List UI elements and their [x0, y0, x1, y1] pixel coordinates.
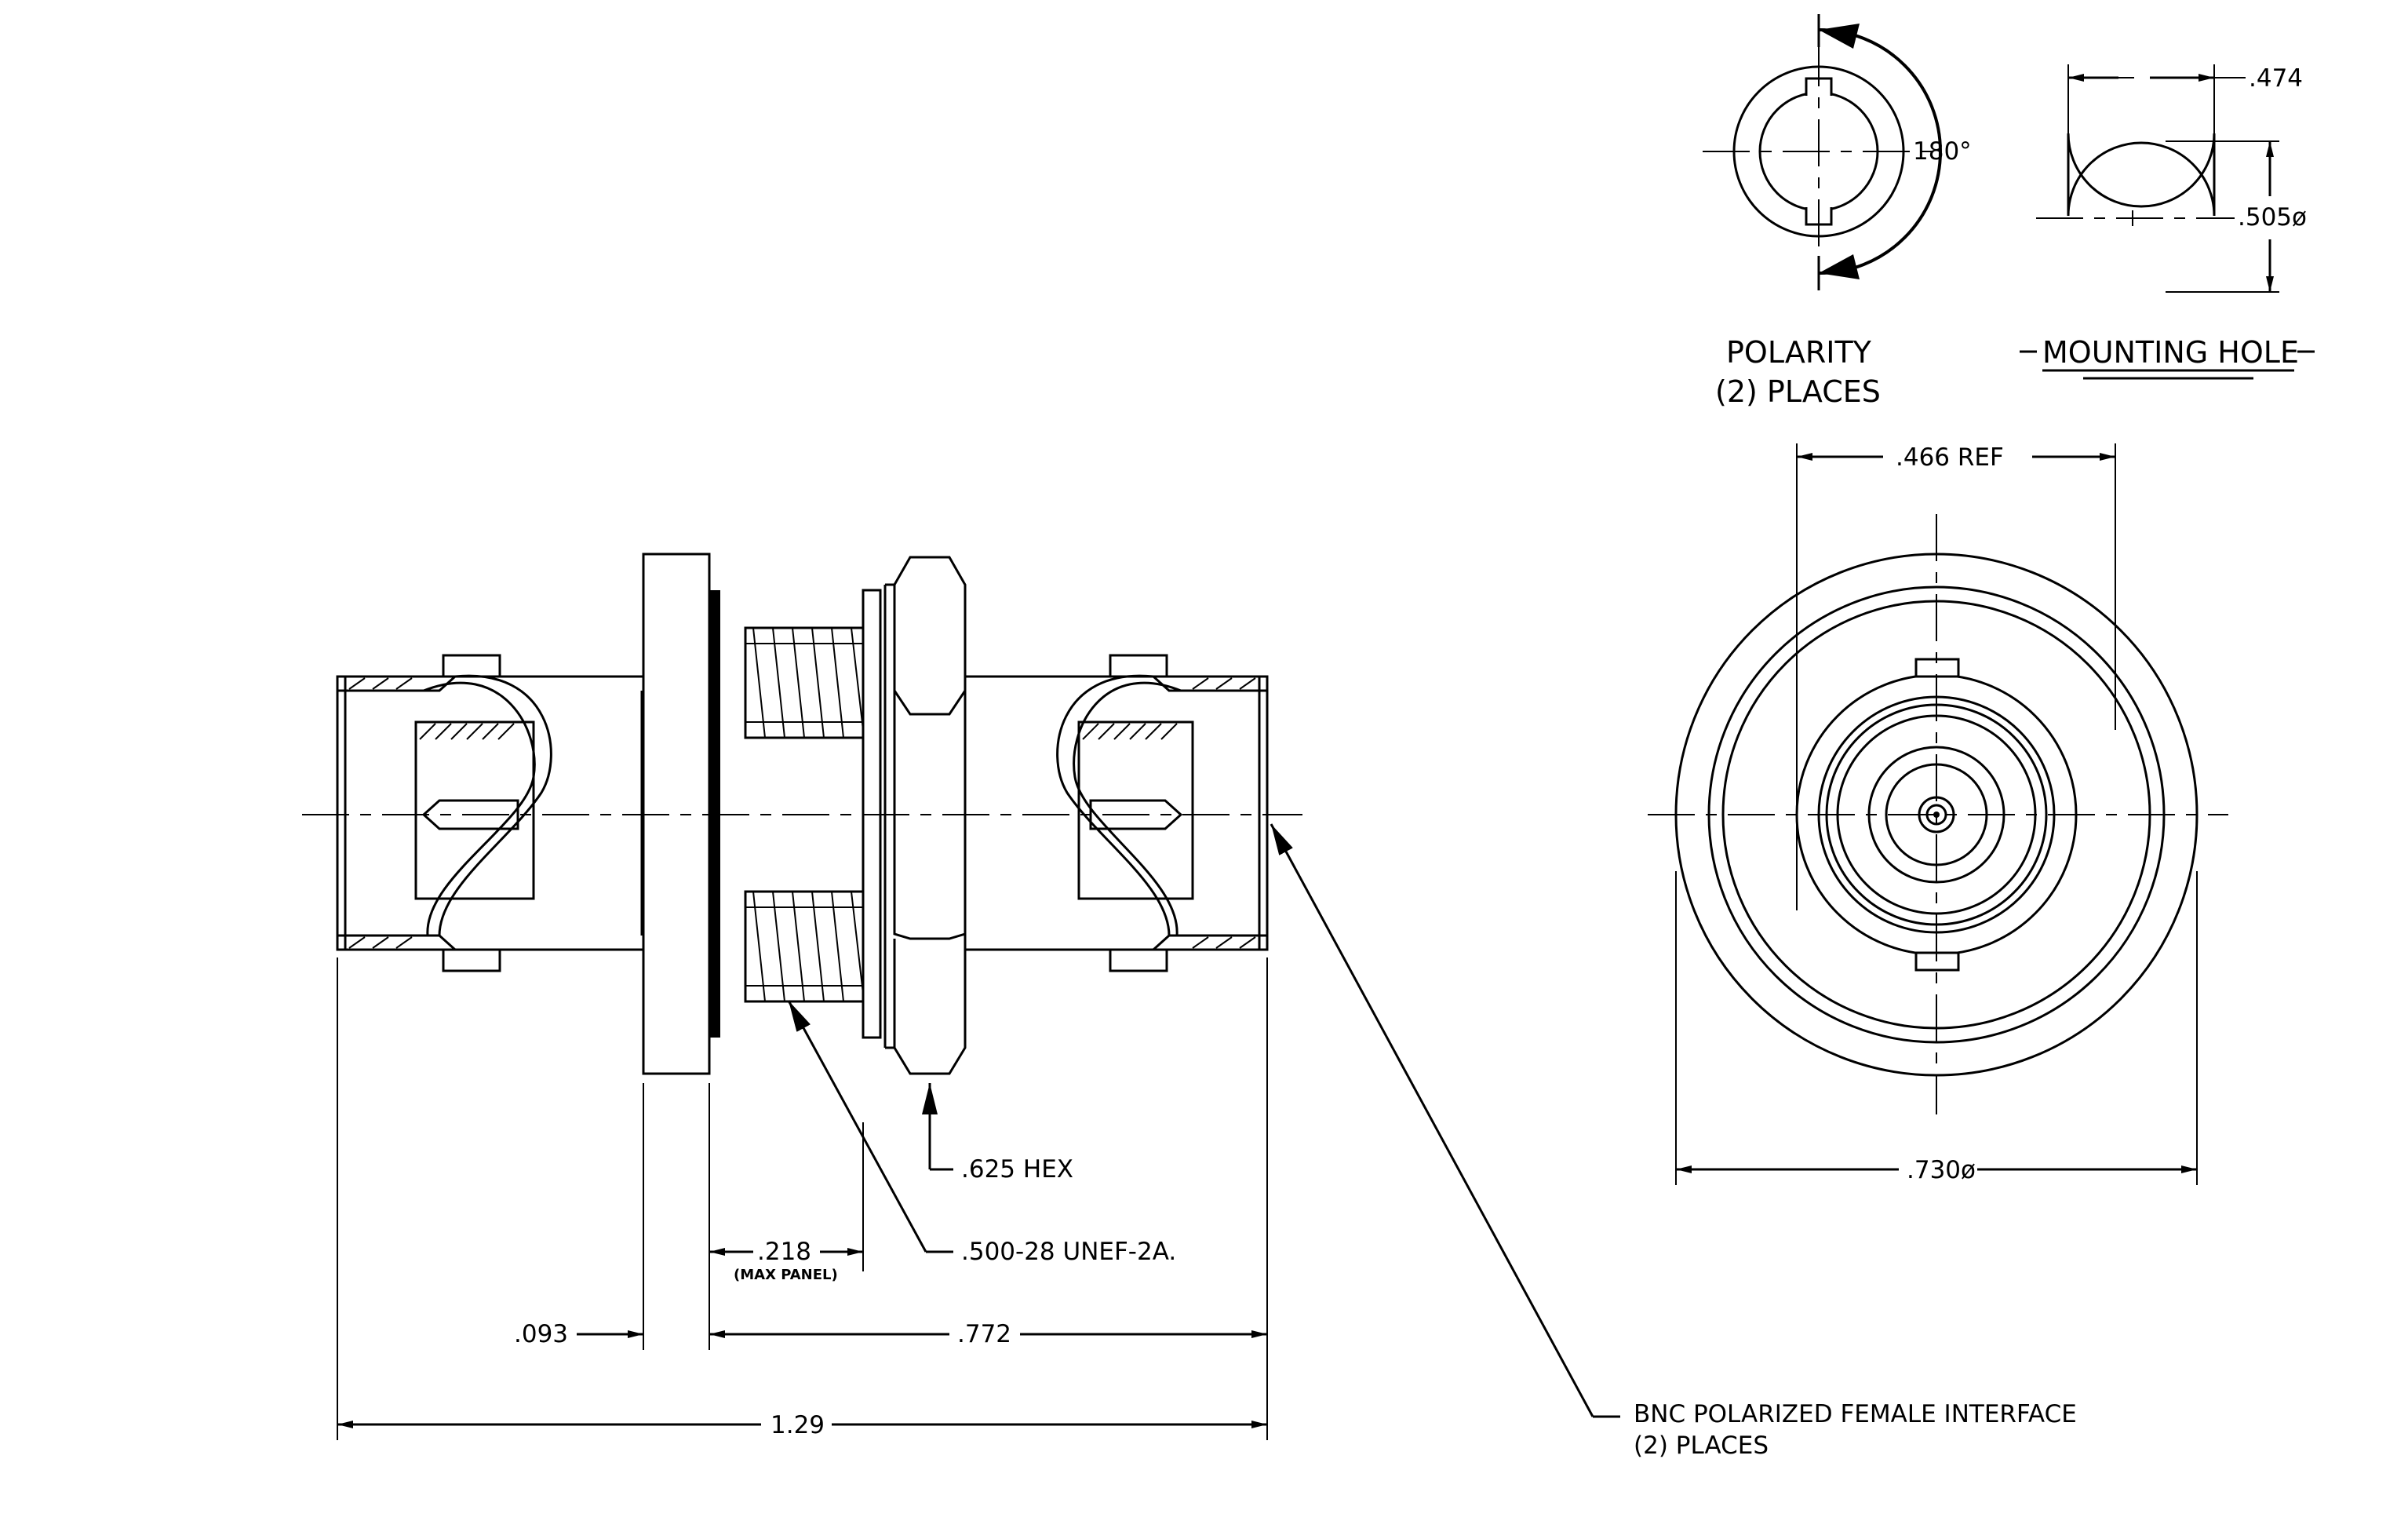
polarity-angle-label: 180°	[1913, 137, 1972, 166]
end-diameter-dim: .730ø	[1907, 1156, 1976, 1184]
interface-callout: BNC POLARIZED FEMALE INTERFACE (2) PLACE…	[1270, 823, 2077, 1460]
body-dim-label: .772	[957, 1320, 1011, 1348]
polarity-subtitle: (2) PLACES	[1715, 374, 1881, 409]
flange-dim-label: .093	[514, 1320, 568, 1348]
mounting-hole-view: .474 .505ø MOUNTING HOLE	[2020, 64, 2315, 380]
mounting-hole-title: MOUNTING HOLE	[2042, 335, 2299, 370]
mounting-hole-outline	[2067, 133, 2216, 217]
polarity-view: 180° POLARITY (2) PLACES	[1703, 14, 1972, 409]
polarity-rotation-arrow	[1818, 28, 1942, 275]
end-view: .466 REF .730ø	[1648, 443, 2228, 1185]
thread-lower	[744, 890, 865, 1003]
hex-dim-label: .625 HEX	[961, 1155, 1073, 1184]
mounting-hole-diameter-dim: .505ø	[2238, 203, 2307, 232]
thread-upper	[744, 626, 865, 739]
panel-dim-label: .218	[757, 1238, 811, 1266]
overall-dim-label: 1.29	[770, 1411, 825, 1439]
side-view: .625 HEX .500-28 UNEF-2A. .218 (MAX PANE…	[302, 553, 1302, 1440]
callout-line-1: BNC POLARIZED FEMALE INTERFACE	[1634, 1400, 2077, 1428]
thread-dim-label: .500-28 UNEF-2A.	[961, 1238, 1176, 1266]
polarity-title: POLARITY	[1726, 335, 1872, 370]
panel-note: (MAX PANEL)	[734, 1267, 838, 1283]
end-ref-dim: .466 REF	[1896, 443, 2004, 472]
mounting-hole-width-dim: .474	[2249, 64, 2303, 93]
left-bnc-body	[336, 654, 645, 972]
callout-line-2: (2) PLACES	[1634, 1432, 1769, 1460]
right-bnc-body	[964, 654, 1269, 972]
